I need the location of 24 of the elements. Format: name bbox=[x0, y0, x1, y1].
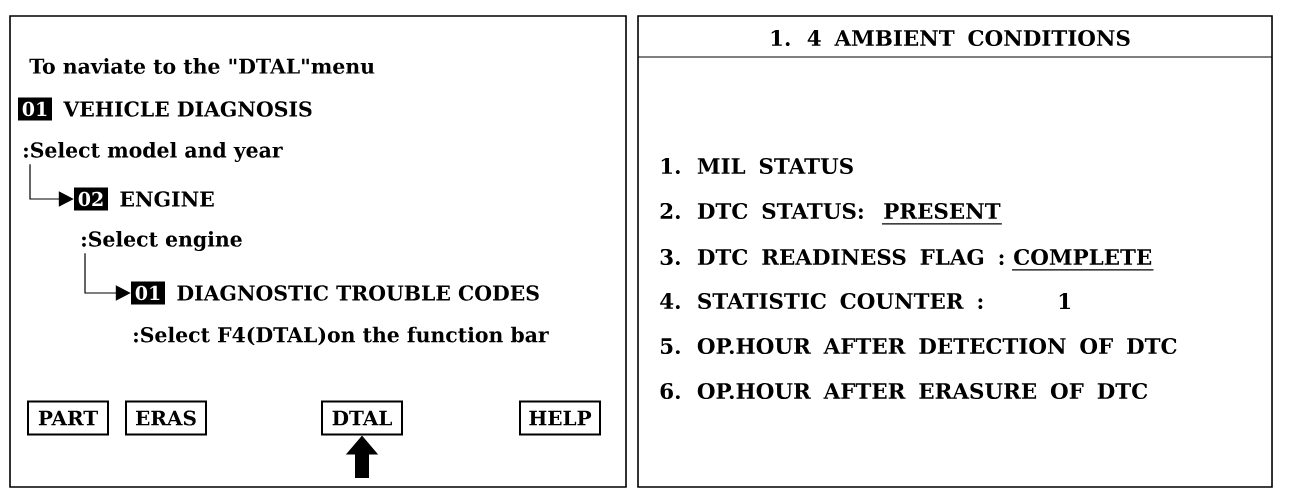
instruction-text: :Select F4(DTAL)on the function bar bbox=[134, 326, 549, 346]
menu-item-label: VEHICLE DIAGNOSIS bbox=[63, 101, 312, 117]
connector-arrow bbox=[29, 163, 74, 207]
instruction-text: :Select model and year bbox=[24, 142, 283, 162]
status-item: 1 bbox=[1059, 293, 1070, 309]
status-item: 1. MIL STATUS bbox=[661, 157, 853, 175]
function-key: PART bbox=[27, 400, 109, 436]
function-key: ERAS bbox=[125, 400, 207, 436]
menu-item-label: ENGINE bbox=[120, 191, 214, 207]
number-badge: 01 bbox=[18, 97, 52, 121]
connector-arrow bbox=[84, 252, 131, 301]
function-key: HELP bbox=[519, 400, 601, 436]
panel-heading: 1. 4 AMBIENT CONDITIONS bbox=[771, 29, 1130, 47]
underlined-value: PRESENT bbox=[881, 202, 1003, 225]
instruction-text: :Select engine bbox=[82, 231, 242, 251]
menu-item-label: DIAGNOSTIC TROUBLE CODES bbox=[177, 285, 539, 301]
instruction-text: To naviate to the "DTAL"menu bbox=[29, 58, 375, 74]
underlined-value: COMPLETE bbox=[1011, 248, 1155, 271]
status-item: 4. STATISTIC COUNTER : bbox=[660, 292, 983, 310]
status-item: 6. OP.HOUR AFTER ERASURE OF DTC bbox=[660, 382, 1148, 400]
status-item: 5. OP.HOUR AFTER DETECTION OF DTC bbox=[660, 337, 1177, 355]
status-item: 3. DTC READINESS FLAG : bbox=[660, 248, 1004, 266]
status-item: 2. DTC STATUS: bbox=[660, 202, 863, 220]
function-key: DTAL bbox=[321, 400, 403, 436]
